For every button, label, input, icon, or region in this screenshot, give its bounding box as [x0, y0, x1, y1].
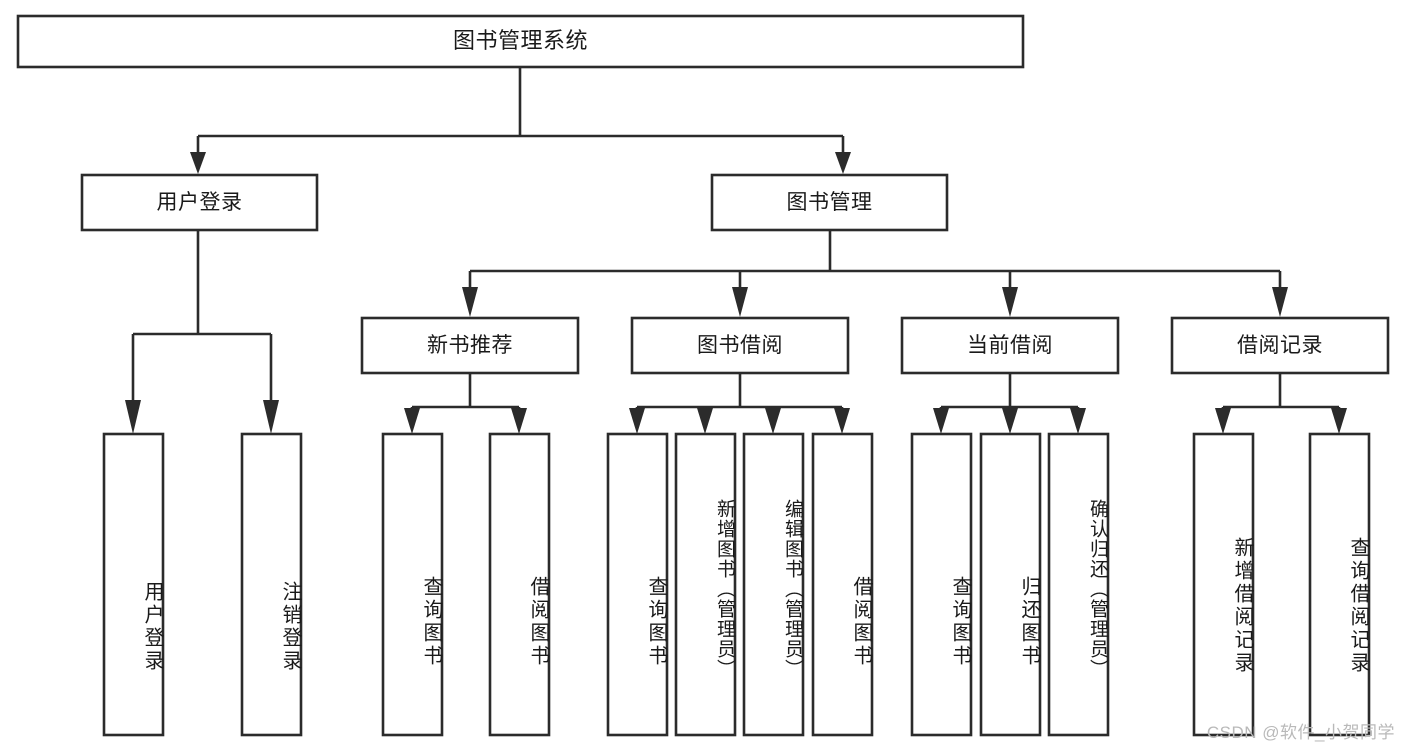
arrow-head-leaf-confirm-return	[1070, 408, 1086, 434]
arrow-head-leaf-add-book	[697, 408, 713, 434]
arrow-head-leaf-query-book-2	[629, 408, 645, 434]
arrow-head-user-login	[190, 152, 206, 174]
node-box-new-book-recommend[interactable]	[360, 316, 580, 375]
arrow-head-leaf-query-book-1	[404, 408, 420, 434]
arrow-head-leaf-user-login	[125, 400, 141, 434]
node-box-user-login[interactable]	[80, 173, 319, 232]
arrow-head-leaf-edit-book	[765, 408, 781, 434]
node-box-leaf-borrow-book-1[interactable]	[488, 432, 551, 737]
arrow-head-leaf-query-record	[1331, 408, 1347, 434]
node-box-leaf-return-book[interactable]	[979, 432, 1042, 737]
watermark-credit: CSDN @软件_小贺同学	[1206, 723, 1395, 742]
node-box-borrow-record[interactable]	[1170, 316, 1390, 375]
node-box-book-borrow[interactable]	[630, 316, 850, 375]
arrow-head-book-manage	[835, 152, 851, 174]
node-box-leaf-query-book-2[interactable]	[606, 432, 669, 737]
node-box-book-manage[interactable]	[710, 173, 949, 232]
arrow-head-leaf-borrow-book-1	[511, 408, 527, 434]
arrow-head-current-borrow	[1002, 287, 1018, 317]
node-box-root[interactable]	[16, 14, 1025, 69]
node-box-leaf-add-record[interactable]	[1192, 432, 1255, 737]
node-box-leaf-add-book[interactable]	[674, 432, 737, 737]
arrow-head-leaf-query-book-3	[933, 408, 949, 434]
arrow-head-new-book-recommend	[462, 287, 478, 317]
arrow-head-borrow-record	[1272, 287, 1288, 317]
node-box-leaf-query-book-3[interactable]	[910, 432, 973, 737]
arrow-head-book-borrow	[732, 287, 748, 317]
node-box-leaf-borrow-book-2[interactable]	[811, 432, 874, 737]
node-box-leaf-logout-login[interactable]	[240, 432, 303, 737]
node-box-leaf-user-login[interactable]	[102, 432, 165, 737]
arrow-head-leaf-add-record	[1215, 408, 1231, 434]
node-box-leaf-query-record[interactable]	[1308, 432, 1371, 737]
node-box-leaf-confirm-return[interactable]	[1047, 432, 1110, 737]
node-box-leaf-query-book-1[interactable]	[381, 432, 444, 737]
arrow-head-leaf-borrow-book-2	[834, 408, 850, 434]
arrow-head-leaf-logout-login	[263, 400, 279, 434]
node-box-leaf-edit-book[interactable]	[742, 432, 805, 737]
node-box-current-borrow[interactable]	[900, 316, 1120, 375]
arrow-head-leaf-return-book	[1002, 408, 1018, 434]
